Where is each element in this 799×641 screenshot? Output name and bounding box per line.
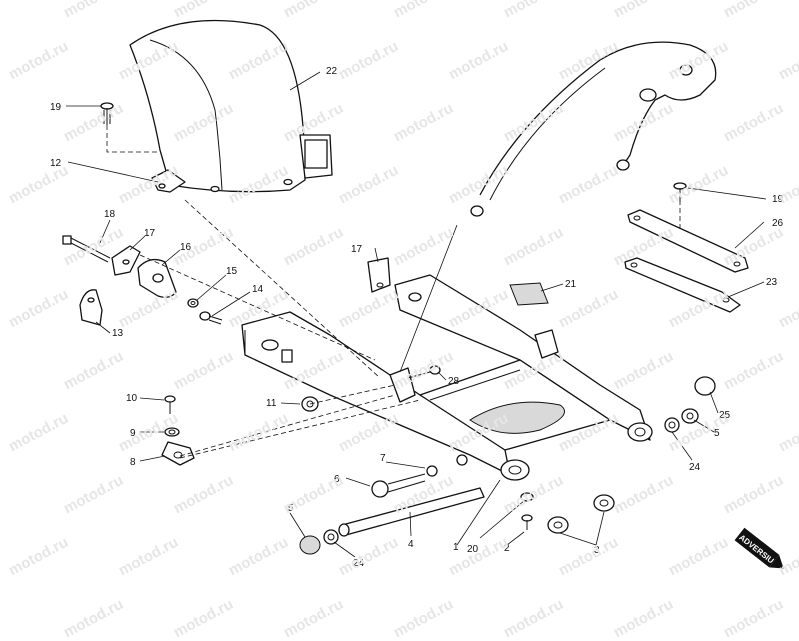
diagram-svg: 19 12 22 18 17 16 15 14 13 17 21 19 26 2…	[50, 19, 784, 569]
callout-26: 26	[772, 218, 784, 229]
callout-19-right: 19	[772, 194, 784, 205]
callout-7: 7	[380, 453, 386, 464]
callout-9: 9	[130, 428, 136, 439]
washer-7	[426, 454, 468, 477]
callout-17-left: 17	[144, 228, 156, 239]
watermark-text: motod.ru	[610, 595, 677, 641]
screw-19-right	[673, 182, 687, 202]
callout-14: 14	[252, 284, 264, 295]
callout-19-left: 19	[50, 102, 62, 113]
callout-2: 2	[504, 543, 510, 554]
screw-2	[521, 514, 533, 530]
screw-19-left	[100, 102, 114, 125]
torque-rod	[470, 41, 717, 217]
seal-24-right	[664, 417, 680, 433]
callout-5-left: 5	[288, 503, 294, 514]
watermark-text: motod.ru	[500, 595, 567, 641]
callout-4: 4	[408, 539, 414, 550]
bracket-12	[151, 169, 186, 193]
leader-lines	[66, 71, 767, 558]
callout-28: 28	[448, 376, 460, 387]
callout-18: 18	[104, 209, 116, 220]
callout-22: 22	[326, 66, 338, 77]
seal-24-left	[323, 529, 339, 545]
bolt-18	[62, 235, 111, 263]
callout-3: 3	[594, 545, 600, 556]
washer-9	[164, 427, 180, 437]
washer-20	[520, 492, 534, 502]
screw-28	[407, 365, 441, 379]
pivot-pin-4	[338, 487, 485, 537]
bracket-17-left	[111, 245, 141, 276]
assembly-lines	[106, 125, 681, 459]
callout-16: 16	[180, 242, 192, 253]
callout-8: 8	[130, 457, 136, 468]
callout-24-right: 24	[689, 462, 701, 473]
callout-17-center: 17	[351, 244, 363, 255]
cap-5-left	[299, 535, 321, 555]
pad-21	[509, 282, 549, 306]
callout-15: 15	[226, 266, 238, 277]
bolt-6	[371, 473, 426, 498]
nut-5-right	[681, 408, 699, 424]
callout-1: 1	[453, 542, 459, 553]
plate-13	[79, 289, 103, 326]
callout-10: 10	[126, 393, 138, 404]
watermark-text: motod.ru	[60, 595, 127, 641]
direction-badge: ADVERSIU	[734, 527, 784, 569]
screw-10	[164, 395, 176, 414]
watermark-text: motod.ru	[280, 595, 347, 641]
bracket-16	[137, 258, 177, 298]
screw-14	[199, 311, 223, 325]
bracket-17-center	[367, 257, 391, 293]
callout-5-right: 5	[714, 428, 720, 439]
watermark-text: motod.ru	[390, 595, 457, 641]
spacer-3	[547, 494, 615, 534]
callout-11: 11	[266, 398, 277, 409]
watermark-text: motod.ru	[720, 595, 787, 641]
callout-12: 12	[50, 158, 62, 169]
rear-mudguard	[129, 19, 333, 193]
callout-25: 25	[719, 410, 731, 421]
callout-24-left: 24	[353, 558, 365, 569]
callout-21: 21	[565, 279, 577, 290]
callout-13: 13	[112, 328, 124, 339]
callout-6: 6	[334, 474, 340, 485]
callout-20: 20	[467, 544, 479, 555]
plate-26	[627, 209, 749, 273]
cap-25	[694, 376, 716, 396]
callout-labels: 19 12 22 18 17 16 15 14 13 17 21 19 26 2…	[50, 66, 784, 569]
plate-23	[624, 257, 741, 313]
washer-15	[187, 298, 199, 308]
watermark-text: motod.ru	[170, 595, 237, 641]
callout-23: 23	[766, 277, 778, 288]
swingarm	[241, 274, 653, 481]
